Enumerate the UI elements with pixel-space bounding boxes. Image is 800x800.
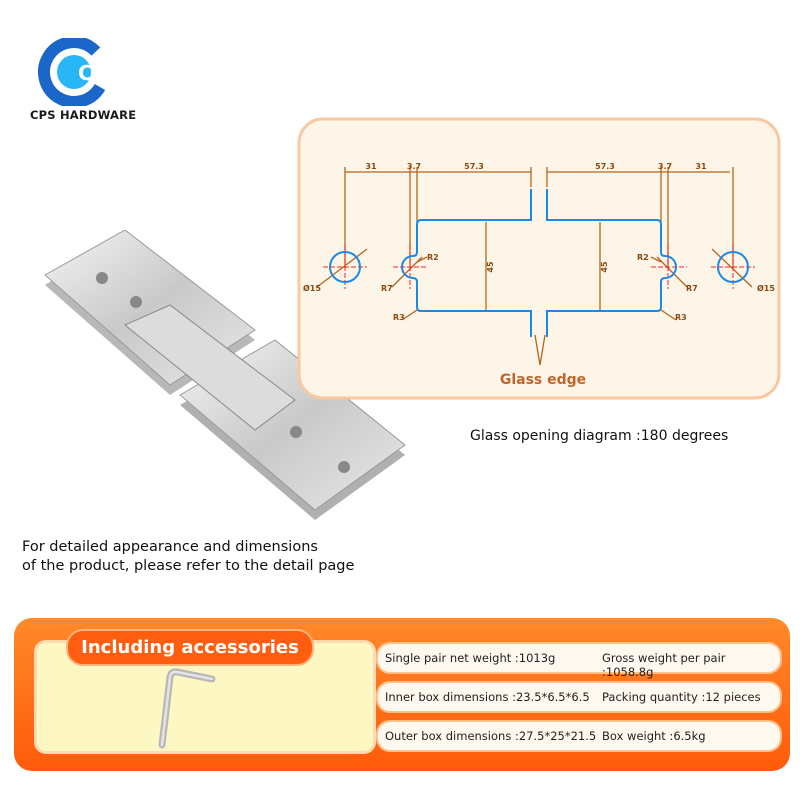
label-r3-right: R3	[675, 313, 687, 322]
dimension-lines	[316, 167, 753, 366]
dim-45-right: 45	[600, 261, 609, 273]
allen-key-image	[158, 668, 216, 749]
dim-3.7-left: 3.7	[407, 162, 421, 171]
dim-3.7-right: 3.7	[658, 162, 672, 171]
label-r3-left: R3	[393, 313, 405, 322]
spec-row: Inner box dimensions :23.5*6.5*6.5 Packi…	[376, 681, 782, 713]
label-r2-left: R2	[427, 253, 439, 262]
glass-opening-diagram: 31 3.7 57.3 57.3 3.7 31 45 45 Ø15 Ø15 R2…	[297, 117, 781, 400]
dim-31-right: 31	[695, 162, 707, 171]
dim-57.3-left: 57.3	[464, 162, 484, 171]
spec-inner-box: Inner box dimensions :23.5*6.5*6.5	[385, 690, 590, 704]
brand-logo: CPS	[38, 38, 114, 106]
hinge-product-image	[44, 230, 406, 520]
label-r2-right: R2	[637, 253, 649, 262]
accessories-title: Including accessories	[66, 629, 314, 666]
detail-note-line2: of the product, please refer to the deta…	[22, 558, 355, 574]
spec-box-weight: Box weight :6.5kg	[602, 729, 706, 743]
diagram-caption: Glass opening diagram :180 degrees	[470, 428, 729, 444]
label-r7-right: R7	[686, 284, 698, 293]
svg-text:CPS: CPS	[78, 61, 114, 85]
label-r7-left: R7	[381, 284, 393, 293]
detail-note: For detailed appearance and dimensions o…	[22, 538, 354, 576]
glass-outline	[329, 189, 749, 337]
dim-57.3-right: 57.3	[595, 162, 615, 171]
glass-edge-label: Glass edge	[500, 372, 586, 388]
spec-row: Outer box dimensions :27.5*25*21.5 Box w…	[376, 720, 782, 752]
spec-outer-box: Outer box dimensions :27.5*25*21.5	[385, 729, 597, 743]
spec-gross-weight: Gross weight per pair :1058.8g	[602, 651, 726, 679]
dim-45-left: 45	[486, 261, 495, 273]
label-dia-left: Ø15	[303, 283, 321, 293]
spec-packing-qty: Packing quantity :12 pieces	[602, 690, 761, 704]
spec-net-weight: Single pair net weight :1013g	[385, 651, 556, 665]
spec-row: Single pair net weight :1013g Gross weig…	[376, 642, 782, 679]
diagram-frame	[297, 117, 781, 400]
brand-name: CPS HARDWARE	[30, 108, 137, 122]
label-dia-right: Ø15	[757, 283, 775, 293]
dim-31-left: 31	[365, 162, 377, 171]
detail-note-line1: For detailed appearance and dimensions	[22, 539, 318, 555]
